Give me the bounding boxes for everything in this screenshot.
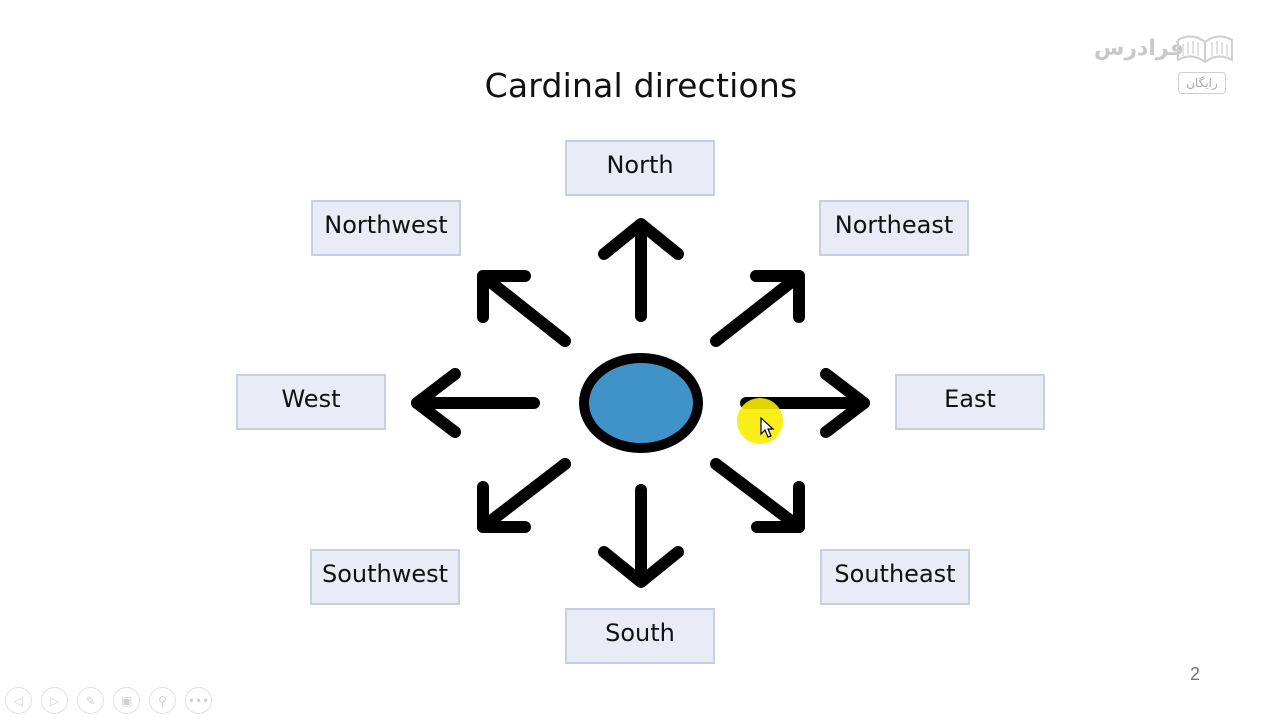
arrow-southeast-icon bbox=[710, 458, 805, 533]
pointer-highlight bbox=[737, 398, 783, 444]
pen-icon[interactable]: ✎ bbox=[77, 687, 104, 714]
south-label: South bbox=[565, 608, 715, 664]
arrow-west-icon bbox=[411, 368, 540, 438]
mouse-pointer-icon bbox=[760, 417, 775, 438]
slide-title: Cardinal directions bbox=[484, 66, 798, 105]
page-number: 2 bbox=[1190, 664, 1201, 684]
arrow-southwest-icon bbox=[477, 458, 571, 533]
east-label: East bbox=[895, 374, 1045, 430]
southwest-label: Southwest bbox=[310, 549, 460, 605]
slides-icon[interactable]: ▣ bbox=[113, 687, 140, 714]
previous-icon[interactable]: ◁ bbox=[5, 687, 32, 714]
compass-center-icon bbox=[579, 353, 703, 453]
west-label: West bbox=[236, 374, 386, 430]
zoom-icon[interactable]: ⚲ bbox=[149, 687, 176, 714]
book-icon bbox=[1177, 35, 1233, 64]
next-icon[interactable]: ▷ bbox=[41, 687, 68, 714]
arrow-south-icon bbox=[598, 484, 684, 588]
north-label: North bbox=[565, 140, 715, 196]
arrow-north-icon bbox=[598, 218, 684, 322]
arrow-northwest-icon bbox=[477, 270, 571, 347]
watermark-brand: فرادرس bbox=[1094, 36, 1184, 61]
southeast-label: Southeast bbox=[820, 549, 970, 605]
more-icon[interactable]: ••• bbox=[185, 687, 212, 714]
arrow-northeast-icon bbox=[710, 270, 805, 347]
northwest-label: Northwest bbox=[311, 200, 461, 256]
northeast-label: Northeast bbox=[819, 200, 969, 256]
watermark-badge: رایگان bbox=[1178, 72, 1226, 94]
presentation-navigation: ◁ ▷ ✎ ▣ ⚲ ••• bbox=[5, 687, 212, 714]
watermark-logo: فرادرس رایگان bbox=[1094, 28, 1244, 98]
